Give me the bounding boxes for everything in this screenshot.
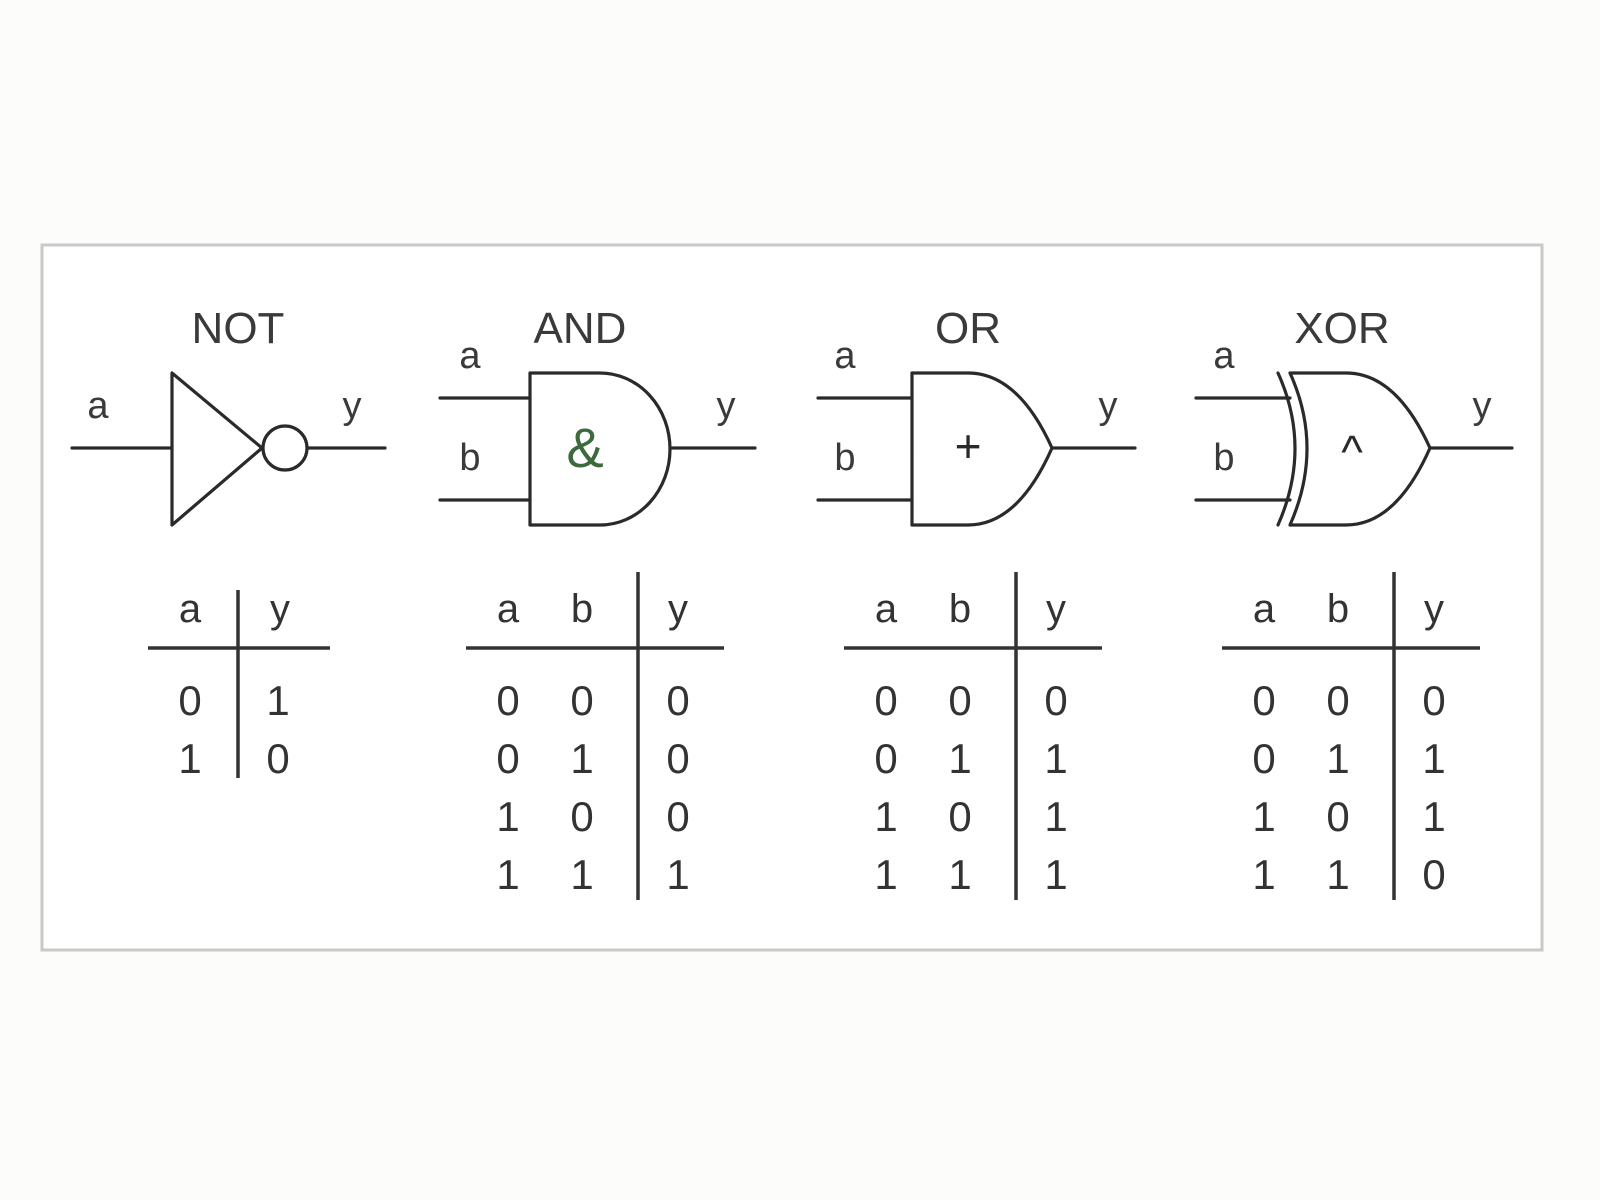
- or-gate-panel: OR a b y + a b y 0 0 0 0 1 1 1 0 1 1 1 1: [816, 304, 1137, 900]
- or-table-cell: 1: [874, 793, 897, 840]
- and-gate-panel: AND a b y & a b y 0 0 0 0 1 0 1 0 0 1 1 …: [438, 304, 757, 900]
- xor-table-cell: 0: [1252, 677, 1275, 724]
- not-input-a-label: a: [87, 385, 109, 427]
- not-gate-title: NOT: [192, 304, 285, 353]
- not-output-y-label: y: [343, 385, 362, 427]
- or-input-a-label: a: [834, 335, 856, 377]
- and-gate-symbol: &: [566, 416, 603, 479]
- xor-table-header-y: y: [1424, 587, 1444, 631]
- xor-table-cell: 1: [1252, 793, 1275, 840]
- and-input-b-label: b: [459, 437, 480, 479]
- xor-table-header-b: b: [1327, 587, 1349, 631]
- xor-gate-body: [1288, 371, 1432, 527]
- xor-output-y-label: y: [1473, 385, 1492, 427]
- not-gate-bubble: [261, 424, 309, 472]
- and-table-cell: 0: [570, 677, 593, 724]
- or-table-header-b: b: [949, 587, 971, 631]
- or-table-cell: 0: [948, 793, 971, 840]
- and-table-cell: 0: [496, 677, 519, 724]
- xor-table-cell: 0: [1326, 677, 1349, 724]
- and-gate-body: [528, 371, 672, 527]
- not-table-header-y: y: [270, 587, 290, 631]
- diagram-frame: [40, 243, 1544, 952]
- or-table-cell: 0: [948, 677, 971, 724]
- xor-table-cell: 0: [1252, 735, 1275, 782]
- xor-table-cell: 1: [1326, 735, 1349, 782]
- or-table-header-a: a: [875, 587, 898, 631]
- or-gate-title: OR: [935, 304, 1001, 353]
- or-table-cell: 1: [874, 851, 897, 898]
- or-table-cell: 1: [948, 735, 971, 782]
- and-table-cell: 1: [666, 851, 689, 898]
- xor-input-b-label: b: [1213, 437, 1234, 479]
- or-table-cell: 0: [874, 735, 897, 782]
- and-gate-title: AND: [534, 304, 627, 353]
- and-table-header-b: b: [571, 587, 593, 631]
- not-table-cell: 1: [266, 677, 289, 724]
- and-table-cell: 1: [570, 735, 593, 782]
- and-table-header-a: a: [497, 587, 520, 631]
- and-table-header-y: y: [668, 587, 688, 631]
- and-table-cell: 0: [666, 793, 689, 840]
- and-table-cell: 1: [570, 851, 593, 898]
- xor-table-cell: 0: [1326, 793, 1349, 840]
- and-output-y-label: y: [717, 385, 736, 427]
- xor-table-cell: 1: [1326, 851, 1349, 898]
- and-table-cell: 0: [666, 677, 689, 724]
- not-gate-body: [170, 371, 264, 527]
- xor-table-cell: 1: [1422, 793, 1445, 840]
- and-table-cell: 0: [666, 735, 689, 782]
- and-table-cell: 1: [496, 851, 519, 898]
- xor-gate-symbol: ^: [1341, 426, 1363, 478]
- xor-gate-title: XOR: [1294, 304, 1389, 353]
- or-input-b-label: b: [834, 437, 855, 479]
- xor-input-a-label: a: [1213, 335, 1235, 377]
- or-table-cell: 1: [1044, 851, 1067, 898]
- and-input-a-label: a: [459, 335, 481, 377]
- xor-table-cell: 1: [1422, 735, 1445, 782]
- or-table-cell: 1: [1044, 793, 1067, 840]
- or-table-cell: 0: [874, 677, 897, 724]
- xor-gate-input-arc: [1276, 371, 1297, 527]
- or-output-y-label: y: [1099, 385, 1118, 427]
- and-table-cell: 0: [496, 735, 519, 782]
- not-gate-panel: NOT a y a y 0 1 1 0: [70, 304, 387, 782]
- xor-gate-panel: XOR a b y ^ a b y 0 0 0 0 1 1 1 0 1 1 1 …: [1194, 304, 1514, 900]
- or-table-cell: 1: [1044, 735, 1067, 782]
- xor-table-cell: 1: [1252, 851, 1275, 898]
- or-table-cell: 0: [1044, 677, 1067, 724]
- not-table-header-a: a: [179, 587, 202, 631]
- or-table-cell: 1: [948, 851, 971, 898]
- not-table-cell: 0: [266, 735, 289, 782]
- xor-table-cell: 0: [1422, 851, 1445, 898]
- or-table-header-y: y: [1046, 587, 1066, 631]
- and-table-cell: 0: [570, 793, 593, 840]
- and-table-cell: 1: [496, 793, 519, 840]
- xor-table-header-a: a: [1253, 587, 1276, 631]
- not-table-cell: 0: [178, 677, 201, 724]
- not-table-cell: 1: [178, 735, 201, 782]
- or-gate-symbol: +: [955, 420, 982, 472]
- xor-table-cell: 0: [1422, 677, 1445, 724]
